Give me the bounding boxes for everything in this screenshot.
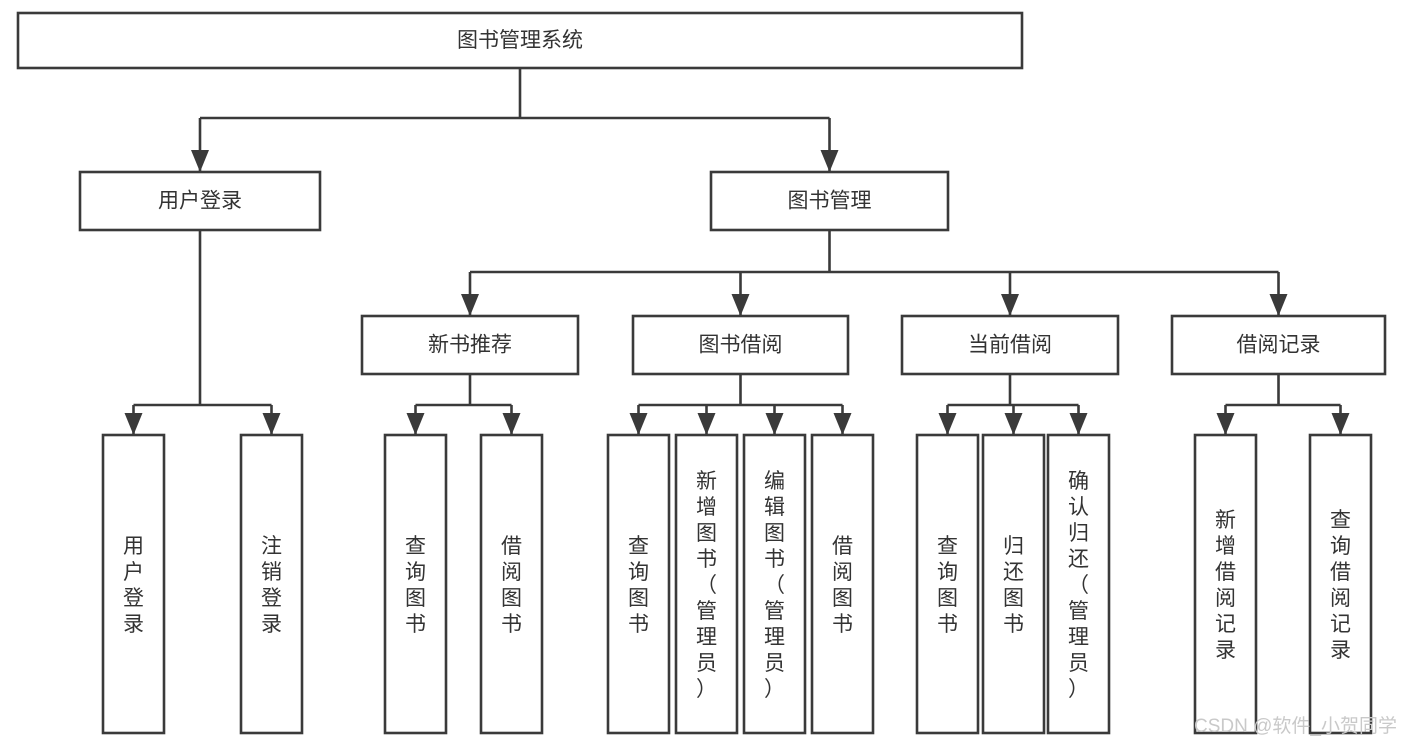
node-module-book-management-box[interactable] xyxy=(709,170,950,232)
node-function-leaf-logout-label: 注销登录 xyxy=(261,535,282,636)
node-module-book-management[interactable]: 图书管理 xyxy=(709,170,950,232)
arrow-head-icon xyxy=(731,294,750,316)
node-function-leaf-borrow-book-b[interactable]: 借阅图书 xyxy=(810,433,875,735)
node-function-leaf-borrow-book-a-label: 借阅图书 xyxy=(501,535,522,636)
node-function-leaf-borrow-book-b-box[interactable] xyxy=(810,433,875,735)
arrow-head-icon xyxy=(833,413,852,435)
node-function-leaf-return-book-label: 归还图书 xyxy=(1003,535,1024,636)
node-function-leaf-confirm-return[interactable]: 确认归还（管理员） xyxy=(1046,433,1111,735)
node-root-system-label: 图书管理系统 xyxy=(457,29,583,52)
node-function-leaf-add-book-label: 新增图书（管理员） xyxy=(696,470,717,701)
arrow-head-icon xyxy=(938,413,957,435)
node-function-leaf-query-book-b[interactable]: 查询图书 xyxy=(606,433,671,735)
arrow-head-icon xyxy=(406,413,425,435)
node-function-leaf-user-login[interactable]: 用户登录 xyxy=(101,433,166,735)
node-function-leaf-query-book-c-label: 查询图书 xyxy=(937,535,958,636)
node-submodule-borrow-record-box[interactable] xyxy=(1170,314,1387,376)
arrow-head-icon xyxy=(1269,294,1288,316)
node-submodule-new-book-recommend-label: 新书推荐 xyxy=(428,334,512,357)
arrow-head-icon xyxy=(191,150,209,172)
node-submodule-book-borrow-box[interactable] xyxy=(631,314,850,376)
node-function-leaf-query-book-c-box[interactable] xyxy=(915,433,980,735)
node-submodule-current-borrow-label: 当前借阅 xyxy=(968,334,1052,357)
node-function-leaf-add-record[interactable]: 新增借阅记录 xyxy=(1193,433,1258,735)
node-module-user-login-box[interactable] xyxy=(78,170,322,232)
arrow-head-icon xyxy=(1001,294,1019,316)
node-function-leaf-return-book[interactable]: 归还图书 xyxy=(981,433,1046,735)
arrow-head-icon xyxy=(1069,413,1088,435)
node-module-book-management-label: 图书管理 xyxy=(788,190,872,213)
csdn-watermark: CSDN @软件_小贺同学 xyxy=(1194,715,1397,737)
node-submodule-new-book-recommend-box[interactable] xyxy=(360,314,580,376)
node-function-leaf-user-login-label: 用户登录 xyxy=(123,535,144,636)
node-function-leaf-query-record-box[interactable] xyxy=(1308,433,1373,735)
node-root-system[interactable]: 图书管理系统 xyxy=(16,11,1024,70)
node-function-leaf-add-record-label: 新增借阅记录 xyxy=(1215,509,1236,662)
arrow-head-icon xyxy=(262,413,281,435)
node-submodule-book-borrow[interactable]: 图书借阅 xyxy=(631,314,850,376)
arrow-head-icon xyxy=(1216,413,1235,435)
node-submodule-current-borrow[interactable]: 当前借阅 xyxy=(900,314,1120,376)
node-function-leaf-add-record-box[interactable] xyxy=(1193,433,1258,735)
node-function-leaf-borrow-book-b-label: 借阅图书 xyxy=(832,535,853,636)
node-function-leaf-logout-box[interactable] xyxy=(239,433,304,735)
node-function-leaf-logout[interactable]: 注销登录 xyxy=(239,433,304,735)
node-function-leaf-add-book[interactable]: 新增图书（管理员） xyxy=(674,433,739,735)
connector-lines-layer xyxy=(124,68,1350,435)
node-function-leaf-confirm-return-box[interactable] xyxy=(1046,433,1111,735)
arrow-head-icon xyxy=(461,294,479,316)
node-function-leaf-edit-book-box[interactable] xyxy=(742,433,807,735)
node-function-leaf-query-book-a-label: 查询图书 xyxy=(405,535,426,636)
node-root-system-box[interactable] xyxy=(16,11,1024,70)
node-function-leaf-query-book-a-box[interactable] xyxy=(383,433,448,735)
node-function-leaf-edit-book[interactable]: 编辑图书（管理员） xyxy=(742,433,807,735)
node-function-leaf-return-book-box[interactable] xyxy=(981,433,1046,735)
node-function-leaf-query-record[interactable]: 查询借阅记录 xyxy=(1308,433,1373,735)
node-module-user-login-label: 用户登录 xyxy=(158,190,242,213)
arrow-head-icon xyxy=(124,413,143,435)
node-boxes-layer: 图书管理系统用户登录图书管理新书推荐图书借阅当前借阅借阅记录用户登录注销登录查询… xyxy=(16,11,1387,735)
node-submodule-borrow-record[interactable]: 借阅记录 xyxy=(1170,314,1387,376)
node-submodule-borrow-record-label: 借阅记录 xyxy=(1237,334,1321,357)
node-function-leaf-query-book-b-label: 查询图书 xyxy=(628,535,649,636)
arrow-head-icon xyxy=(765,413,784,435)
node-function-leaf-add-book-box[interactable] xyxy=(674,433,739,735)
arrow-head-icon xyxy=(1331,413,1350,435)
arrow-head-icon xyxy=(697,413,716,435)
arrow-head-icon xyxy=(1004,413,1023,435)
node-submodule-new-book-recommend[interactable]: 新书推荐 xyxy=(360,314,580,376)
node-submodule-book-borrow-label: 图书借阅 xyxy=(699,334,783,357)
arrow-head-icon xyxy=(820,150,839,172)
node-function-leaf-query-record-label: 查询借阅记录 xyxy=(1330,509,1351,662)
node-function-leaf-user-login-box[interactable] xyxy=(101,433,166,735)
arrow-head-icon xyxy=(629,413,648,435)
node-function-leaf-confirm-return-label: 确认归还（管理员） xyxy=(1068,470,1089,701)
node-function-leaf-edit-book-label: 编辑图书（管理员） xyxy=(764,470,785,701)
node-function-leaf-borrow-book-a-box[interactable] xyxy=(479,433,544,735)
node-function-leaf-borrow-book-a[interactable]: 借阅图书 xyxy=(479,433,544,735)
node-submodule-current-borrow-box[interactable] xyxy=(900,314,1120,376)
node-module-user-login[interactable]: 用户登录 xyxy=(78,170,322,232)
arrow-head-icon xyxy=(502,413,521,435)
node-function-leaf-query-book-a[interactable]: 查询图书 xyxy=(383,433,448,735)
node-function-leaf-query-book-b-box[interactable] xyxy=(606,433,671,735)
node-function-leaf-query-book-c[interactable]: 查询图书 xyxy=(915,433,980,735)
